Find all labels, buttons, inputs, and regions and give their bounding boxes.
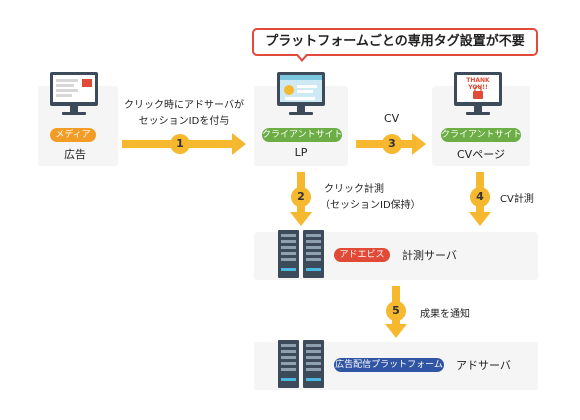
step-number: 1 [176, 137, 184, 150]
cv-screen-text: THANK YOU!! [466, 77, 490, 91]
lp-tag: クライアントサイト [262, 128, 343, 142]
adebis-tag: アドエビス [334, 248, 390, 262]
step-4-label: CV計測 [500, 194, 534, 205]
step-number: 5 [392, 304, 400, 317]
media-monitor-icon [50, 72, 98, 115]
platform-tag: 広告配信プラットフォーム [334, 358, 444, 372]
step-number: 3 [388, 137, 396, 150]
callout-tail-inner [297, 53, 307, 59]
step-1-label-line2: セッションIDを付与 [138, 116, 230, 127]
shopping-bag-icon [473, 86, 483, 99]
step-badge-3: 3 [382, 134, 402, 154]
media-tag: メディア [50, 128, 96, 142]
measure-server-box [254, 232, 538, 280]
lp-monitor-icon [277, 72, 325, 115]
step-badge-2: 2 [291, 187, 311, 207]
media-label: 広告 [64, 148, 86, 161]
step-2-label-line1: クリック計測 [324, 184, 384, 195]
cv-label: CVページ [457, 148, 505, 161]
step-5-label: 成果を通知 [420, 309, 470, 320]
callout-text: プラットフォームごとの専用タグ設置が不要 [265, 34, 525, 49]
step-1-label-line1: クリック時にアドサーバが [124, 100, 244, 111]
cv-tag: クライアントサイト [441, 128, 522, 142]
step-badge-4: 4 [470, 187, 490, 207]
step-badge-1: 1 [170, 134, 190, 154]
measure-server-label: 計測サーバ [402, 249, 457, 262]
step-badge-5: 5 [386, 301, 406, 321]
server-rack-icon [278, 340, 324, 388]
step-3-label: CV [384, 112, 400, 125]
step-2-label-line2: （セッションID保持） [320, 200, 421, 211]
callout-box: プラットフォームごとの専用タグ設置が不要 [252, 28, 538, 56]
lp-label: LP [294, 146, 308, 159]
ad-server-label: アドサーバ [456, 359, 511, 372]
step-number: 2 [297, 190, 305, 203]
server-rack-icon [278, 230, 324, 278]
step-number: 4 [476, 190, 484, 203]
